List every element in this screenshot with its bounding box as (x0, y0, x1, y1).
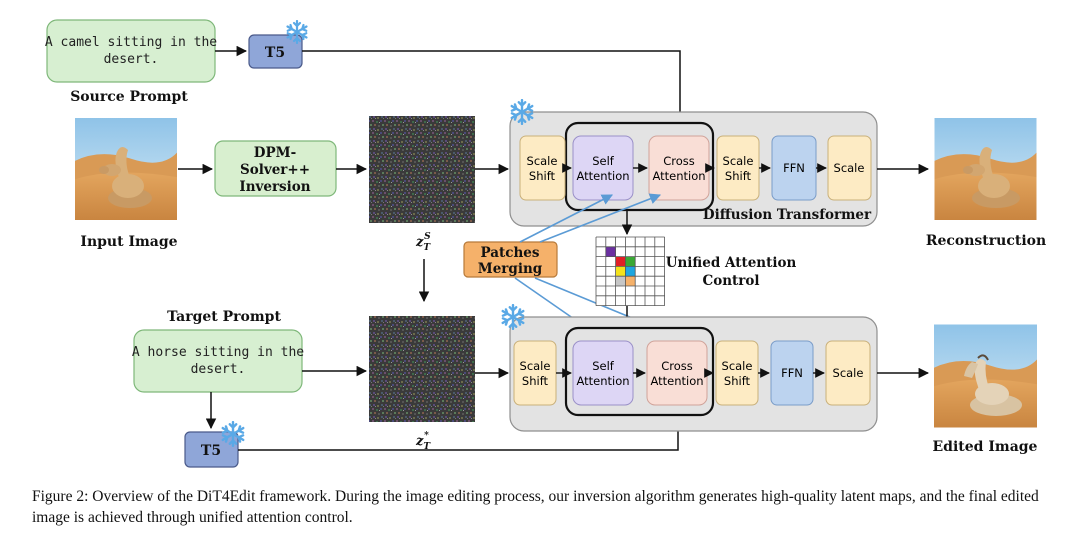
bottom-cross-attention-line-1: Cross (661, 359, 693, 373)
top-self-attention-line-2: Attention (576, 169, 629, 183)
t5-top-label: T5 (265, 45, 285, 61)
attention-cell (615, 266, 626, 277)
diffusion-transformer-label: Diffusion Transformer (703, 207, 872, 223)
bottom-scale-shift-1-line-2: Shift (522, 374, 549, 388)
bottom-cross-attention (646, 340, 708, 406)
bottom-ffn-label: FFN (781, 366, 803, 380)
figure-caption: Figure 2: Overview of the DiT4Edit frame… (32, 488, 1039, 526)
target-prompt-label: Target Prompt (167, 309, 281, 325)
bottom-scale-shift-1 (513, 340, 557, 406)
latent-source-label: zTS (415, 232, 431, 253)
inversion-line-2: Solver++ (240, 162, 310, 178)
top-scale-shift-2 (716, 135, 760, 201)
edited-horse-image (934, 324, 1037, 428)
target-prompt-line-2: desert. (191, 362, 246, 377)
top-scale-shift-2-line-2: Shift (725, 169, 752, 183)
reconstruction-image (934, 118, 1037, 220)
bottom-self-attention-line-2: Attention (576, 374, 629, 388)
top-scale-label: Scale (834, 161, 865, 175)
top-self-attention-line-1: Self (592, 154, 615, 168)
top-cross-attention (648, 135, 710, 201)
attention-cell (605, 246, 616, 257)
patches-merging-line-2: Merging (478, 261, 543, 277)
top-scale-shift-1-line-1: Scale (527, 154, 558, 168)
top-cross-attention-line-1: Cross (663, 154, 695, 168)
bottom-scale-shift-1-line-1: Scale (520, 359, 551, 373)
attention-cell (615, 256, 626, 267)
attention-cell (625, 266, 636, 277)
target-prompt-line-1: A horse sitting in the (132, 345, 304, 360)
inversion-line-1: DPM- (254, 145, 296, 161)
unified-attention-line-2: Control (702, 273, 759, 289)
input-camel-image (75, 118, 177, 220)
bottom-self-attention-line-1: Self (592, 359, 615, 373)
top-ffn-label: FFN (783, 161, 805, 175)
attention-cell (625, 276, 636, 286)
source-prompt-line-2: desert. (104, 52, 159, 67)
top-cross-attention-line-2: Attention (652, 169, 705, 183)
latent-target-label: zT* (415, 431, 431, 452)
patches-merging-box (463, 241, 558, 278)
bottom-cross-attention-line-2: Attention (650, 374, 703, 388)
top-scale (827, 135, 872, 201)
unified-attention-grid (595, 236, 665, 307)
input-image-label: Input Image (80, 234, 177, 250)
attention-cell (615, 276, 626, 286)
unified-attention-line-1: Unified Attention (666, 255, 797, 271)
top-scale-shift-2-line-1: Scale (723, 154, 754, 168)
source-prompt-label: Source Prompt (70, 89, 188, 105)
source-prompt-line-1: A camel sitting in the (45, 35, 217, 50)
bottom-scale-shift-2-line-1: Scale (722, 359, 753, 373)
top-self-attention (572, 135, 634, 201)
source-prompt-box (46, 19, 216, 83)
inversion-line-3: Inversion (239, 179, 310, 195)
patches-merging-line-1: Patches (481, 245, 540, 261)
bottom-scale-label: Scale (833, 366, 864, 380)
reconstruction-label: Reconstruction (926, 233, 1046, 249)
bottom-self-attention (572, 340, 634, 406)
t5-bottom-label: T5 (201, 443, 221, 459)
top-scale-shift-1-line-2: Shift (529, 169, 556, 183)
latent-noise-source (369, 116, 475, 223)
attention-cell (625, 256, 636, 267)
latent-noise-target (369, 316, 475, 422)
frozen-snowflake-icon (286, 20, 308, 44)
bottom-scale-shift-2-line-2: Shift (724, 374, 751, 388)
top-scale-shift-1 (519, 135, 566, 201)
edited-image-label: Edited Image (933, 439, 1038, 455)
bottom-scale-shift-2 (715, 340, 759, 406)
bottom-scale (825, 340, 871, 406)
target-prompt-box (133, 329, 303, 393)
